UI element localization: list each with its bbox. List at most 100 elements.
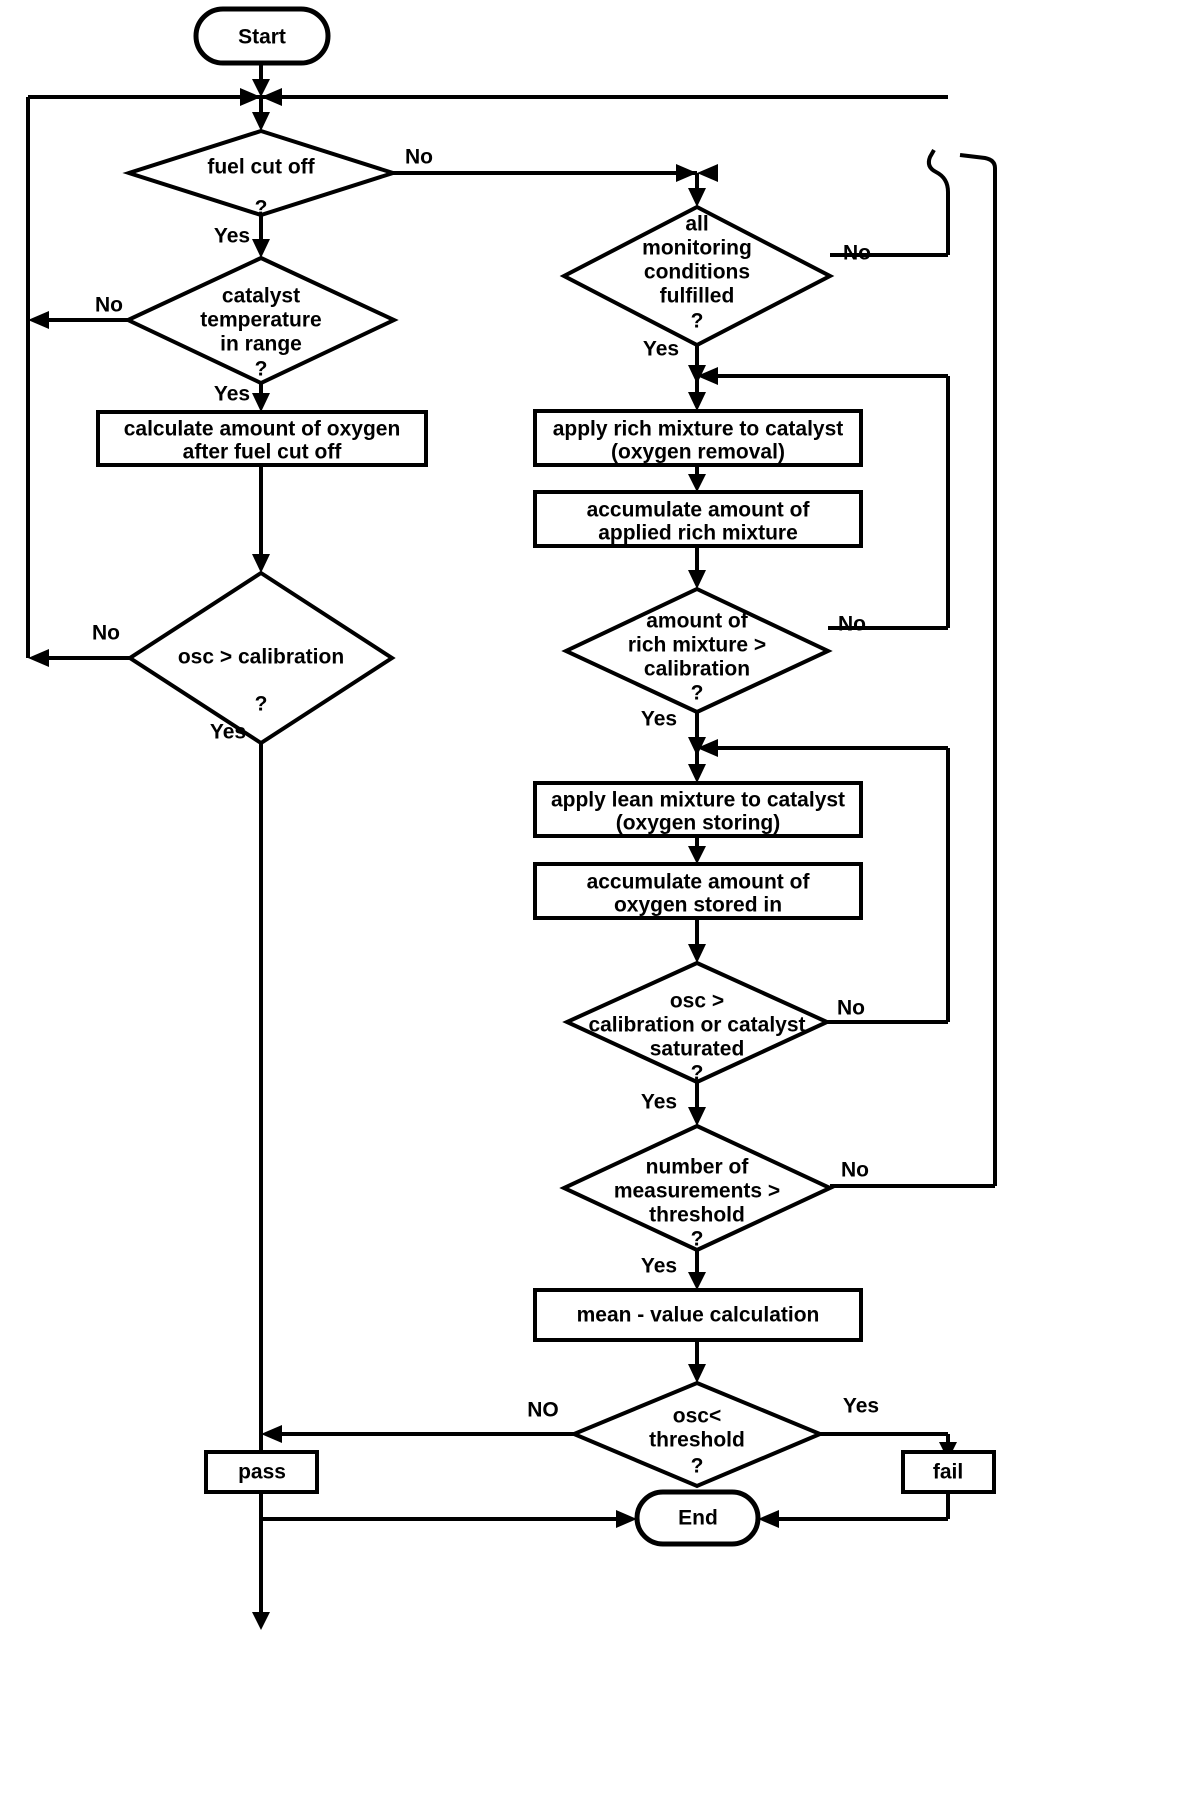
edge-label-fuelcutoff-no: No [405,146,433,169]
accumulate-rich-mixture-process-shape [533,490,863,548]
arrowhead-into-applyrich [688,392,706,411]
monitoring-conditions-line3: conditions [644,261,750,284]
apply-rich-mixture-process-shape [533,409,863,467]
fail-process-shape [901,1450,996,1494]
node-amount-rich-gt-calibration: amount of rich mixture > calibration ? [561,586,833,715]
osc-gt-calibration-decision-shape [126,570,396,746]
node-start: Start [193,6,331,66]
arrowhead-osccal-yes-down [252,1612,270,1630]
monitoring-conditions-question: ? [691,310,704,333]
fail-label: fail [933,1461,963,1484]
node-osc-lt-threshold: osc< threshold ? [568,1380,826,1489]
number-measurements-question: ? [691,1228,704,1251]
edge-label-oscsat-no: No [837,997,865,1020]
node-end: End [634,1489,761,1547]
end-terminator-shape [634,1489,761,1547]
arrowhead-osccal-no [28,649,49,667]
edge-label-osccal-yes: Yes [210,721,246,744]
node-pass: pass [204,1450,319,1494]
apply-rich-mixture-line2: (oxygen removal) [611,441,785,464]
arrowhead-return-into-lean [697,739,718,757]
amount-rich-line2: rich mixture > [628,634,766,657]
osc-lt-threshold-question: ? [691,1455,704,1478]
node-fail: fail [901,1450,996,1494]
calculate-oxygen-line2: after fuel cut off [183,441,343,464]
mean-value-process-shape [533,1288,863,1342]
arrowhead-into-catalysttemp [252,239,270,258]
number-of-measurements-decision-shape [559,1123,835,1253]
amount-rich-gt-calibration-decision-shape [561,586,833,715]
catalyst-temperature-decision-shape [123,255,399,386]
accumulate-oxygen-line2: oxygen stored in [614,894,782,917]
edge-monitoring-no-jump [926,149,950,255]
arrowhead-merge-left-in [240,88,261,106]
catalyst-temperature-question: ? [255,358,268,381]
number-measurements-line1: number of [646,1156,750,1179]
osc-lt-threshold-line2: threshold [649,1429,745,1452]
number-measurements-line3: threshold [649,1204,745,1227]
end-label: End [678,1507,718,1530]
arrowhead-fail-into-end [758,1510,779,1528]
arrowhead-monitoring-yes-down [688,365,706,384]
osc-or-saturated-line3: saturated [650,1038,745,1061]
pass-process-shape [204,1450,319,1494]
node-accumulate-oxygen-stored: accumulate amount of oxygen stored in [533,862,863,920]
node-apply-lean-mixture: apply lean mixture to catalyst (oxygen s… [533,781,863,838]
osc-or-saturated-question: ? [691,1062,704,1085]
calculate-oxygen-process-shape [96,410,428,467]
calculate-oxygen-line1: calculate amount of oxygen [124,418,401,441]
catalyst-temperature-line1: catalyst [222,285,300,308]
amount-rich-line1: amount of [646,610,748,633]
arrowhead-merge-right-in [261,88,282,106]
fuel-cut-off-question: ? [255,197,268,220]
node-catalyst-temperature: catalyst temperature in range ? [123,255,399,386]
edge-label-nummeas-yes: Yes [641,1255,677,1278]
monitoring-conditions-line1: all [685,213,708,236]
arrowhead-into-oscthresh [688,1364,706,1383]
node-mean-value-calculation: mean - value calculation [533,1288,863,1342]
arrowhead-into-calcoxygen [252,393,270,412]
arrowhead-catalysttemp-no [28,311,49,329]
monitoring-conditions-line2: monitoring [642,237,752,260]
edge-label-oscsat-yes: Yes [641,1091,677,1114]
fuel-cut-off-label: fuel cut off [207,156,315,179]
arrowhead-into-monitoring [688,188,706,207]
amount-rich-question: ? [691,682,704,705]
node-monitoring-conditions: all monitoring conditions fulfilled ? [559,204,835,348]
monitoring-conditions-line4: fulfilled [660,285,735,308]
accumulate-oxygen-process-shape [533,862,863,920]
arrowhead-oscthresh-no [261,1425,282,1443]
arrowhead-into-meanvalue [688,1272,706,1290]
edge-label-fuelcutoff-yes: Yes [214,225,250,248]
arrowhead-into-nummeas [688,1107,706,1126]
arrowhead-into-amountrich [688,570,706,589]
edge-label-catalysttemp-no: No [95,294,123,317]
apply-lean-mixture-process-shape [533,781,863,838]
arrowhead-into-applylean [688,764,706,783]
arrowhead-into-accrich [688,474,706,492]
node-osc-gt-calibration: osc > calibration ? [126,570,396,746]
node-osc-or-saturated: osc > calibration or catalyst saturated … [562,960,832,1085]
node-fuel-cut-off: fuel cut off ? [122,128,400,220]
fuel-cut-off-decision-shape [122,128,400,218]
edge-label-osccal-no: No [92,622,120,645]
osc-or-saturated-decision-shape [562,960,832,1085]
arrowhead-amountrich-yes-down [688,737,706,756]
catalyst-temperature-line2: temperature [200,309,321,332]
osc-or-saturated-line2: calibration or catalyst [588,1014,805,1037]
monitoring-conditions-decision-shape [559,204,835,348]
pass-label: pass [238,1461,286,1484]
arrowhead-return-into-rich [697,367,718,385]
amount-rich-line3: calibration [644,658,750,681]
osc-gt-calibration-question: ? [255,693,268,716]
node-calculate-oxygen: calculate amount of oxygen after fuel cu… [96,410,428,467]
number-measurements-line2: measurements > [614,1180,780,1203]
arrowhead-into-osccal [252,554,270,573]
accumulate-rich-mixture-line2: applied rich mixture [598,522,798,545]
arrowhead-monitoring-right-in [697,164,718,182]
edge-nummeas-no-jointop [959,153,997,182]
osc-gt-calibration-label: osc > calibration [178,646,344,669]
accumulate-oxygen-line1: accumulate amount of [587,871,811,894]
apply-rich-mixture-line1: apply rich mixture to catalyst [553,418,844,441]
